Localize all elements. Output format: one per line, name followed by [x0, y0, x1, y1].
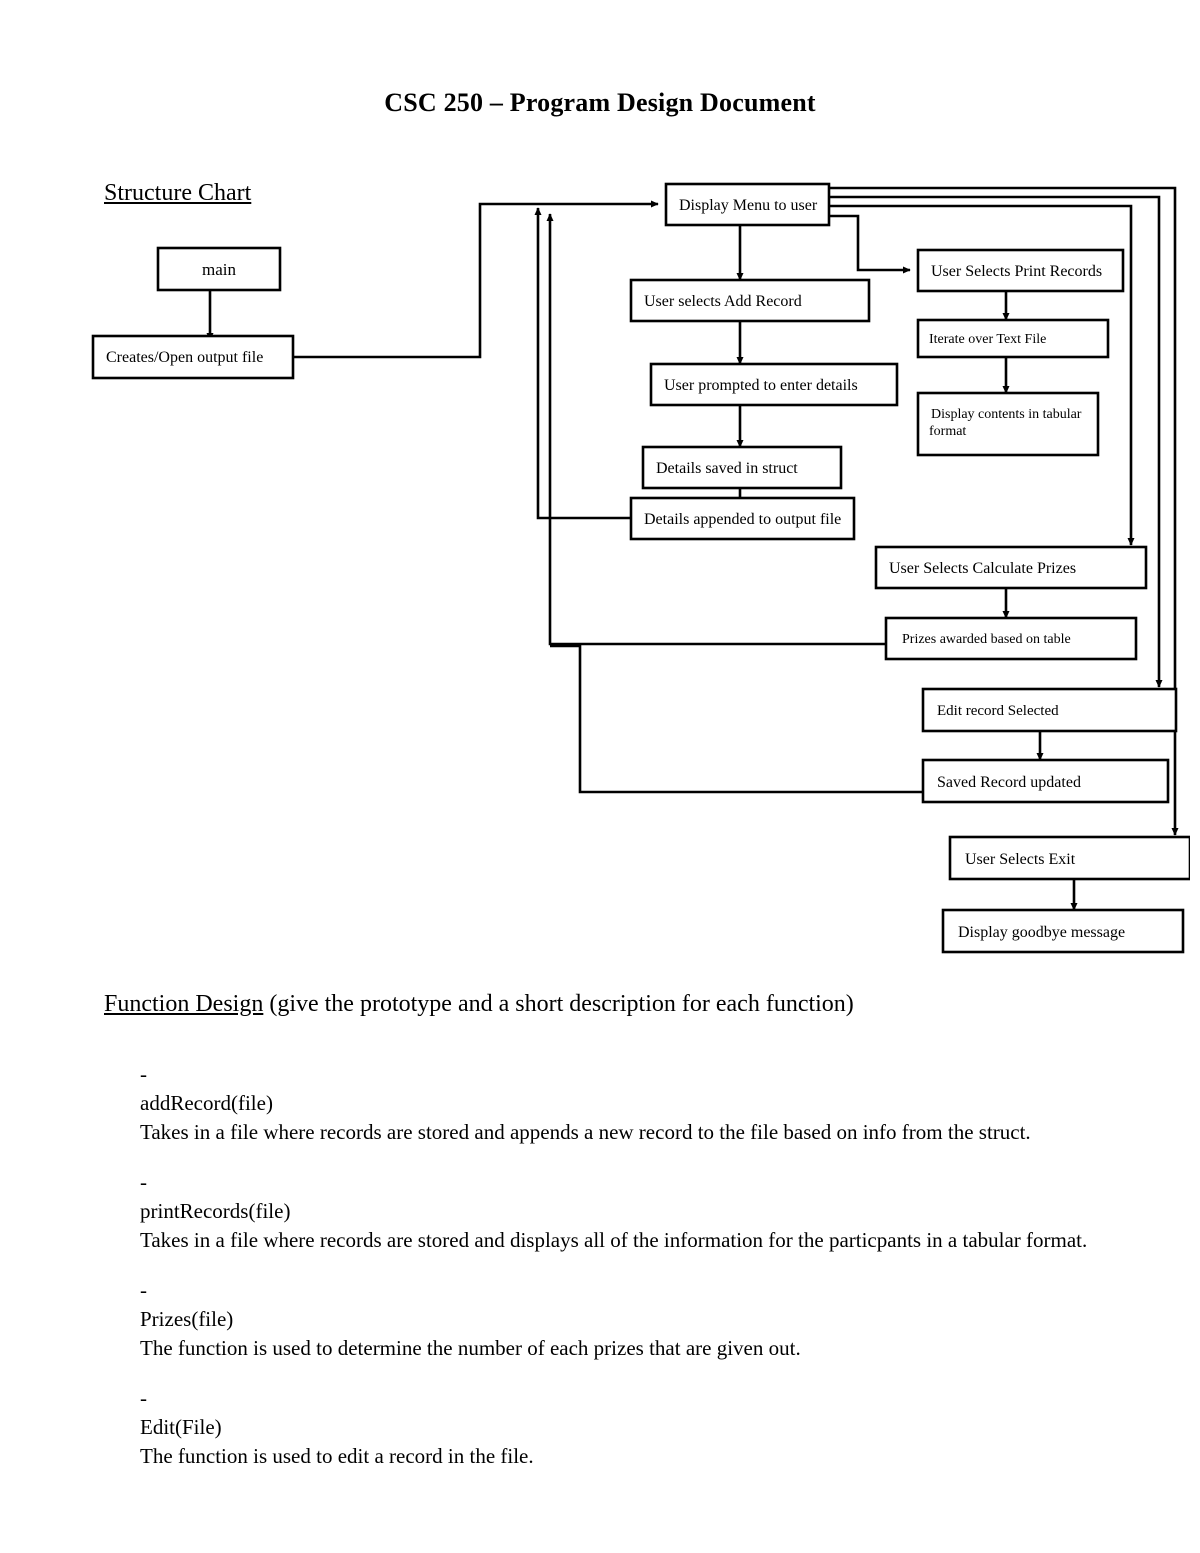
node-append-file-label: Details appended to output file	[644, 511, 841, 528]
node-append-file	[629, 496, 856, 541]
function-design-heading: Function Design (give the prototype and …	[104, 991, 854, 1018]
list-item-body: addRecord(file) Takes in a file where re…	[140, 1089, 1150, 1147]
node-goodbye	[941, 908, 1185, 954]
function-prototype: Prizes(file)	[140, 1307, 234, 1331]
structure-chart-heading: Structure Chart	[104, 180, 251, 207]
node-prompt-details-label: User prompted to enter details	[664, 377, 858, 394]
function-list: - addRecord(file) Takes in a file where …	[140, 1060, 1150, 1492]
list-bullet: -	[140, 1278, 147, 1302]
node-display-menu	[664, 182, 831, 227]
node-calc-prizes-label: User Selects Calculate Prizes	[889, 560, 1076, 577]
edge-prizes-table-to-menu	[546, 213, 886, 646]
node-edit-record	[921, 687, 1178, 733]
node-goodbye-label: Display goodbye message	[958, 924, 1125, 941]
node-main	[156, 246, 282, 292]
function-description: The function is used to edit a record in…	[140, 1444, 534, 1468]
edge-append-to-menu	[534, 207, 631, 520]
list-bullet: -	[140, 1062, 147, 1086]
node-iterate-file	[916, 318, 1110, 359]
edge-create-file-to-menu	[293, 200, 659, 359]
function-design-heading-underlined: Function Design	[104, 991, 264, 1017]
node-select-exit	[948, 835, 1190, 881]
structure-chart-heading-text: Structure Chart	[104, 180, 252, 206]
page-title: CSC 250 – Program Design Document	[384, 88, 816, 117]
edge-menu-to-exit	[829, 186, 1179, 836]
node-display-menu-label: Display Menu to user	[679, 197, 818, 214]
node-prizes-table	[884, 616, 1138, 661]
function-design-heading-rest: (give the prototype and a short descript…	[263, 991, 854, 1017]
edge-menu-to-print-records	[829, 214, 911, 274]
node-add-record-label: User selects Add Record	[644, 293, 802, 310]
node-create-file-label: Creates/Open output file	[106, 349, 263, 366]
node-save-struct	[641, 445, 843, 490]
node-save-struct-label: Details saved in struct	[656, 460, 798, 477]
function-prototype: Edit(File)	[140, 1415, 222, 1439]
list-item: - printRecords(file) Takes in a file whe…	[140, 1168, 1150, 1255]
structure-chart-svg: main Creates/Open output file Display Me…	[91, 182, 1190, 954]
node-print-records	[916, 248, 1125, 293]
node-edit-record-label: Edit record Selected	[937, 703, 1059, 719]
function-description: Takes in a file where records are stored…	[140, 1120, 1031, 1144]
function-prototype: printRecords(file)	[140, 1199, 291, 1223]
edge-saved-to-menu-segment	[550, 644, 923, 794]
node-prizes-table-label: Prizes awarded based on table	[902, 632, 1071, 647]
node-saved-updated	[921, 758, 1170, 804]
node-add-record	[629, 278, 871, 323]
list-item: - Prizes(file) The function is used to d…	[140, 1276, 1150, 1363]
edge-menu-to-edit-record	[829, 195, 1163, 688]
node-iterate-file-label: Iterate over Text File	[929, 332, 1046, 347]
node-saved-updated-label: Saved Record updated	[937, 774, 1081, 791]
list-item-body: Prizes(file) The function is used to det…	[140, 1305, 1150, 1363]
function-prototype: addRecord(file)	[140, 1091, 273, 1115]
node-prompt-details	[649, 362, 899, 407]
list-bullet: -	[140, 1386, 147, 1410]
list-item-body: printRecords(file) Takes in a file where…	[140, 1197, 1150, 1255]
edge-menu-to-calc-prizes	[829, 204, 1135, 546]
list-bullet: -	[140, 1170, 147, 1194]
function-description: The function is used to determine the nu…	[140, 1336, 801, 1360]
node-calc-prizes	[874, 545, 1148, 590]
node-print-records-label: User Selects Print Records	[931, 263, 1102, 280]
list-item: - addRecord(file) Takes in a file where …	[140, 1060, 1150, 1147]
list-item: - Edit(File) The function is used to edi…	[140, 1384, 1150, 1471]
node-create-file	[91, 334, 295, 380]
node-main-label: main	[202, 260, 236, 279]
node-select-exit-label: User Selects Exit	[965, 851, 1076, 868]
node-display-tabular	[916, 391, 1100, 457]
list-item-body: Edit(File) The function is used to edit …	[140, 1413, 1150, 1471]
structure-chart-diagram: main Creates/Open output file Display Me…	[80, 180, 1190, 970]
function-description: Takes in a file where records are stored…	[140, 1228, 1088, 1252]
